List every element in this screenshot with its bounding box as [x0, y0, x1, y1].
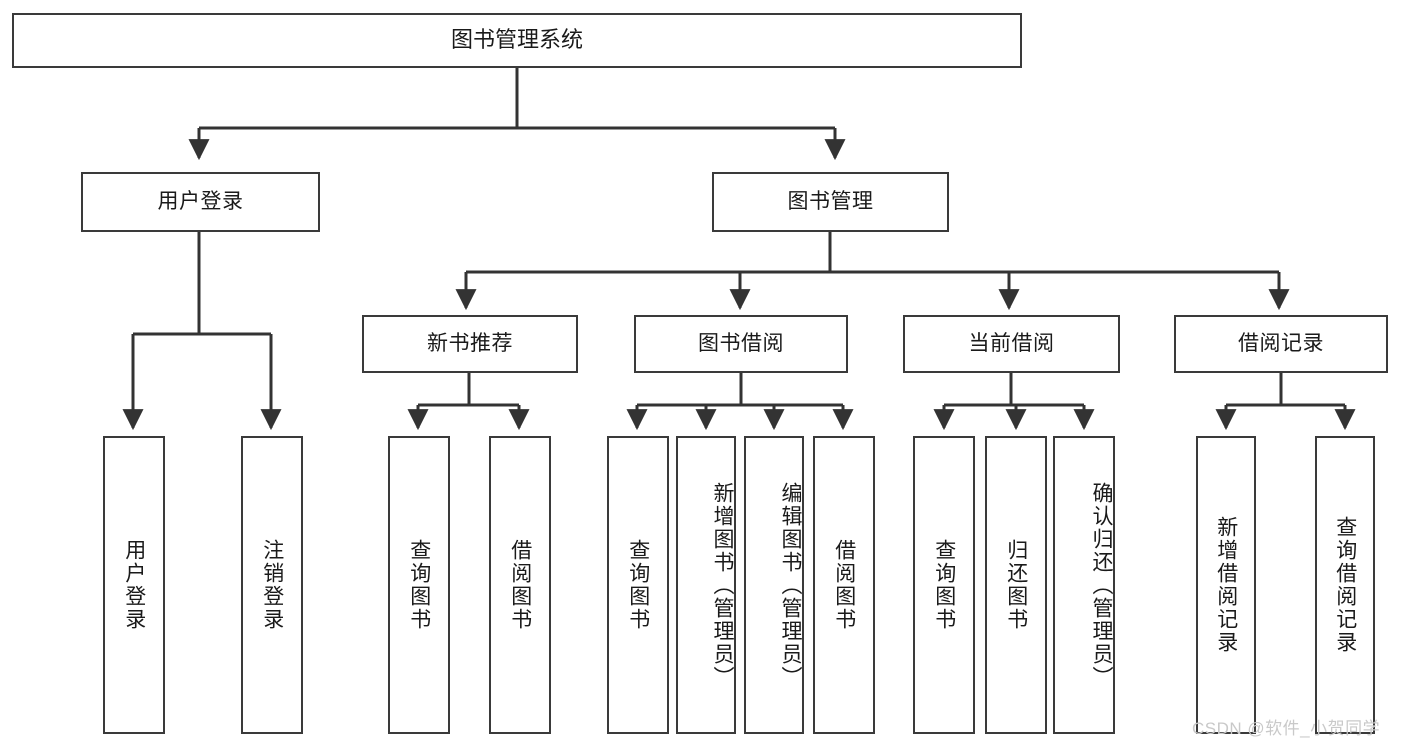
node-user-login[interactable]: 用户登录 — [81, 172, 320, 232]
node-leaf-query-record[interactable]: 查询借阅记录 — [1315, 436, 1375, 734]
node-leaf-add-book[interactable]: 新增图书（管理员） — [676, 436, 736, 734]
node-leaf-query-book-3[interactable]: 查询图书 — [913, 436, 975, 734]
node-label: 查询图书 — [626, 539, 650, 631]
node-label: 图书管理系统 — [450, 27, 583, 53]
node-label: 图书管理 — [787, 190, 874, 214]
node-label: 归还图书 — [1004, 539, 1028, 631]
node-label: 查询图书 — [407, 539, 431, 631]
node-leaf-return-book[interactable]: 归还图书 — [985, 436, 1047, 734]
node-label: 确认归还（管理员） — [1090, 481, 1113, 689]
node-leaf-add-record[interactable]: 新增借阅记录 — [1196, 436, 1256, 734]
node-label: 图书借阅 — [698, 332, 784, 356]
node-leaf-borrow-book-1[interactable]: 借阅图书 — [489, 436, 551, 734]
node-leaf-confirm-return[interactable]: 确认归还（管理员） — [1053, 436, 1115, 734]
node-borrow-record[interactable]: 借阅记录 — [1174, 315, 1388, 373]
node-label: 编辑图书（管理员） — [779, 481, 802, 689]
node-book-borrow[interactable]: 图书借阅 — [634, 315, 848, 373]
node-leaf-logout[interactable]: 注销登录 — [241, 436, 303, 734]
node-book-manage[interactable]: 图书管理 — [712, 172, 949, 232]
node-label: 新书推荐 — [427, 332, 513, 356]
node-current-borrow[interactable]: 当前借阅 — [903, 315, 1120, 373]
node-label: 注销登录 — [260, 539, 284, 631]
node-leaf-edit-book[interactable]: 编辑图书（管理员） — [744, 436, 804, 734]
node-label: 用户登录 — [157, 190, 244, 214]
node-label: 新增借阅记录 — [1214, 516, 1238, 654]
node-leaf-query-book-1[interactable]: 查询图书 — [388, 436, 450, 734]
node-label: 借阅图书 — [508, 539, 532, 631]
node-label: 查询借阅记录 — [1333, 516, 1357, 654]
node-leaf-user-login[interactable]: 用户登录 — [103, 436, 165, 734]
node-label: 新增图书（管理员） — [711, 481, 734, 689]
node-label: 用户登录 — [122, 539, 146, 631]
node-leaf-borrow-book-2[interactable]: 借阅图书 — [813, 436, 875, 734]
node-label: 查询图书 — [932, 539, 956, 631]
node-root-system[interactable]: 图书管理系统 — [12, 13, 1022, 68]
node-label: 借阅记录 — [1238, 332, 1324, 356]
node-label: 当前借阅 — [968, 332, 1055, 356]
node-new-book-recommend[interactable]: 新书推荐 — [362, 315, 578, 373]
node-leaf-query-book-2[interactable]: 查询图书 — [607, 436, 669, 734]
node-label: 借阅图书 — [832, 539, 856, 631]
